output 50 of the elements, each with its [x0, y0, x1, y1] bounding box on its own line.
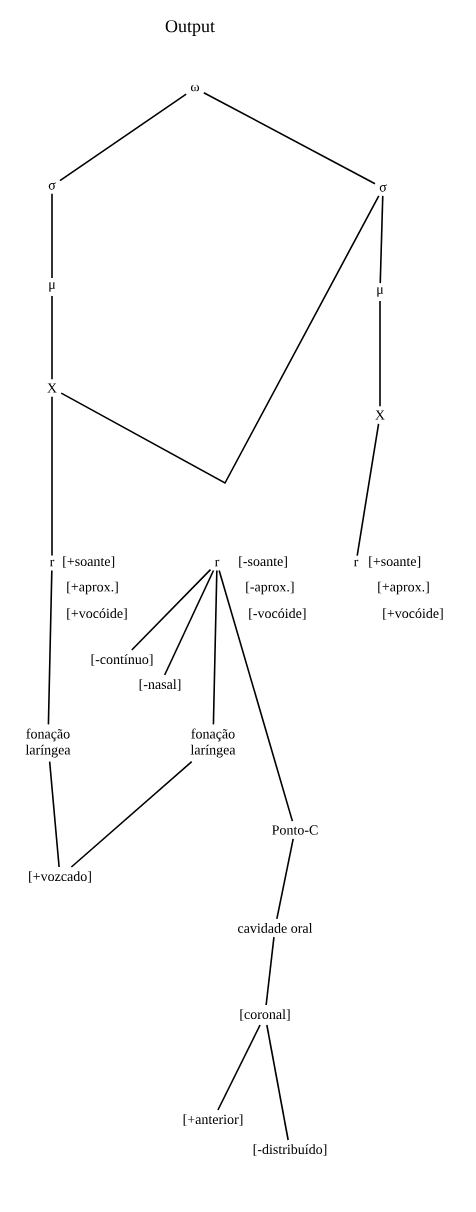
title: Output — [165, 20, 215, 36]
association-line — [265, 936, 275, 1006]
feature-label: [+aprox.] — [67, 581, 118, 595]
feature-label: [coronal] — [240, 1009, 290, 1021]
association-line — [51, 193, 53, 279]
association-line — [47, 569, 53, 726]
association-line — [356, 423, 380, 557]
association-line — [203, 91, 376, 185]
association-line — [131, 568, 212, 651]
feature-label: [-aprox.] — [246, 581, 294, 595]
feature-label: [+vocóide] — [383, 608, 443, 620]
tier-label: μ — [377, 287, 384, 297]
association-line — [276, 838, 294, 920]
association-line — [163, 569, 215, 676]
tier-label: μ — [49, 282, 56, 292]
association-line — [59, 93, 187, 182]
tier-label: σ — [48, 182, 56, 190]
feature-label: [+aprox.] — [378, 581, 429, 595]
feature-label: [-contínuo] — [91, 654, 153, 666]
association-line — [212, 569, 218, 726]
tier-label: r — [214, 559, 220, 567]
feature-label: [-distribuído] — [253, 1144, 327, 1156]
tier-label: r — [49, 559, 55, 567]
association-line — [51, 396, 53, 557]
association-line — [218, 569, 294, 822]
association-line — [217, 1024, 261, 1111]
feature-label: [+anterior] — [183, 1114, 243, 1126]
association-line — [266, 1024, 289, 1141]
tier-label: X — [375, 410, 385, 420]
feature-label: [+vozcado] — [29, 871, 91, 883]
association-line — [379, 300, 381, 408]
association-line — [51, 295, 53, 381]
association-line — [70, 760, 193, 868]
tier-label: ω — [190, 84, 200, 92]
tier-label: r — [353, 559, 359, 567]
feature-label: fonação laríngea — [25, 728, 71, 758]
feature-label: fonação laríngea — [190, 728, 236, 758]
feature-label: [-soante] — [239, 556, 287, 568]
feature-label: [-vocóide] — [249, 608, 306, 620]
feature-label: [-nasal] — [139, 679, 181, 691]
feature-label: cavidade oral — [238, 923, 313, 933]
tier-label: X — [47, 383, 57, 393]
association-line — [379, 195, 384, 284]
feature-label: [+soante] — [63, 556, 115, 568]
association-line — [60, 195, 380, 485]
association-line — [48, 760, 60, 868]
tier-label: σ — [379, 184, 387, 192]
feature-label: [+vocóide] — [67, 608, 127, 620]
feature-label: Ponto-C — [272, 825, 318, 835]
feature-label: [+soante] — [369, 556, 421, 568]
